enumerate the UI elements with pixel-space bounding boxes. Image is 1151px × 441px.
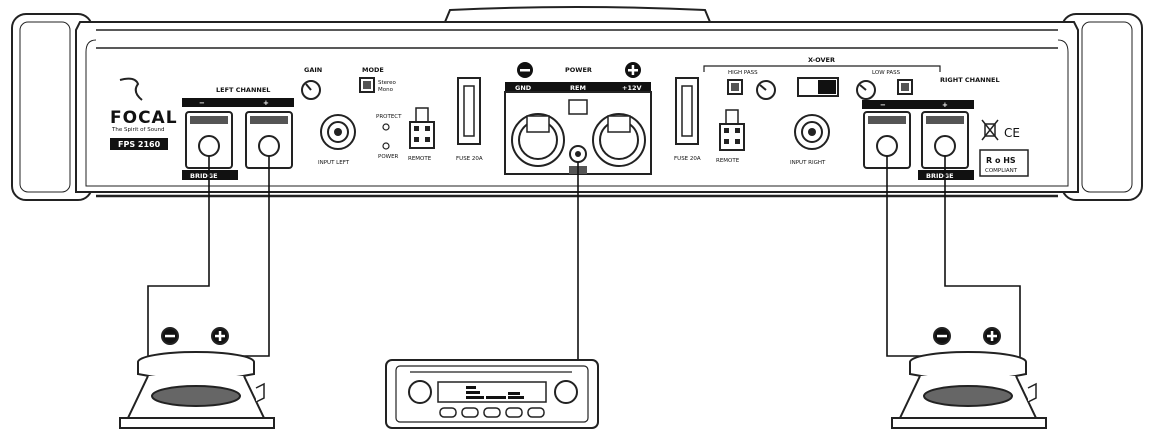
wire-right-positive <box>944 156 1021 360</box>
screw-icon <box>934 135 956 157</box>
left-channel-title: LEFT CHANNEL <box>216 86 270 94</box>
rem-terminal[interactable] <box>568 99 588 115</box>
left-controls: GAIN MODE Stereo Mono INPUT LEFT PROTECT… <box>301 66 435 166</box>
right-plus-sign: + <box>942 101 948 109</box>
input-left-label: INPUT LEFT <box>318 160 350 166</box>
remote-connector-left[interactable] <box>409 121 435 149</box>
fuse-right-label: FUSE 20A <box>674 156 701 162</box>
xover-section: X-OVER HIGH PASS LOW PASS <box>703 56 941 100</box>
fuse-left: FUSE 20A <box>456 77 483 162</box>
right-bridge-badge <box>918 170 974 180</box>
brand-name: FOCAL <box>110 108 178 128</box>
protect-led <box>382 123 390 131</box>
plus12-label: +12V <box>622 84 642 92</box>
xover-label: X-OVER <box>808 56 835 64</box>
preset-button[interactable] <box>527 407 545 418</box>
left-plus-sign: + <box>263 99 269 107</box>
left-speaker <box>119 327 275 429</box>
input-right-label: INPUT RIGHT <box>790 160 826 166</box>
preset-buttons <box>439 407 545 418</box>
left-bridge-badge <box>182 170 238 180</box>
power-block: POWER GND REM +12V <box>504 62 652 175</box>
rem-label: REM <box>570 84 586 92</box>
right-heatsink-inner <box>1081 21 1133 193</box>
weee-bin-icon <box>981 119 999 141</box>
preset-button[interactable] <box>483 407 501 418</box>
mode-label: MODE <box>362 66 384 74</box>
left-heatsink-inner <box>19 21 71 193</box>
screw-icon <box>876 135 898 157</box>
remote-label-right: REMOTE <box>716 158 740 164</box>
certifications: CE R o HS COMPLIANT <box>979 119 1029 177</box>
left-minus-sign: − <box>199 99 205 107</box>
model-name: FPS 2160 <box>118 140 161 149</box>
rohs-top: R o HS <box>986 156 1016 165</box>
right-channel-terminals: RIGHT CHANNEL − + BRIDGE <box>862 76 1000 180</box>
power-title: POWER <box>565 66 592 74</box>
mode-option-mono: Mono <box>378 87 394 93</box>
hpf-label: HIGH PASS <box>728 70 758 76</box>
power-header-bar <box>505 82 651 92</box>
screw-icon <box>258 135 280 157</box>
top-handle <box>444 6 711 23</box>
right-controls: REMOTE INPUT RIGHT <box>716 109 830 166</box>
focal-logo-icon <box>119 77 143 101</box>
rohs-bottom: COMPLIANT <box>985 168 1018 174</box>
rohs-badge <box>979 149 1029 177</box>
right-speaker <box>891 327 1047 429</box>
wire-left-negative <box>147 156 210 360</box>
right-bridge-label: BRIDGE <box>926 172 954 180</box>
brand-tagline: The Spirit of Sound <box>111 127 165 133</box>
preset-button[interactable] <box>439 407 457 418</box>
fuse-left-label: FUSE 20A <box>456 156 483 162</box>
gnd-label: GND <box>515 84 532 92</box>
power-led-label: POWER <box>378 154 399 160</box>
wiring <box>147 156 1021 360</box>
lpf-label: LOW PASS <box>872 70 901 76</box>
left-channel-terminals: LEFT CHANNEL − + BRIDGE <box>182 86 294 180</box>
left-bridge-label: BRIDGE <box>190 172 218 180</box>
remote-connector-right[interactable] <box>719 123 745 151</box>
protect-label: PROTECT <box>376 114 402 120</box>
fuse-right: FUSE 20A <box>674 77 701 162</box>
right-channel-bar <box>862 100 974 109</box>
preset-button[interactable] <box>505 407 523 418</box>
head-unit-right-knob[interactable] <box>554 380 578 404</box>
screw-icon <box>198 135 220 157</box>
right-channel-title: RIGHT CHANNEL <box>940 76 1000 84</box>
power-led <box>382 142 390 150</box>
right-minus-sign: − <box>880 101 886 109</box>
preset-button[interactable] <box>461 407 479 418</box>
mode-option-stereo: Stereo <box>378 80 397 86</box>
gain-label: GAIN <box>304 66 322 74</box>
head-unit-left-knob[interactable] <box>408 380 432 404</box>
left-channel-bar <box>182 98 294 107</box>
remote-label-left: REMOTE <box>408 156 432 162</box>
model-badge <box>110 138 168 150</box>
ce-mark: CE <box>1004 126 1020 140</box>
head-unit <box>385 359 599 429</box>
brand-block: FOCAL The Spirit of Sound FPS 2160 <box>110 77 178 150</box>
